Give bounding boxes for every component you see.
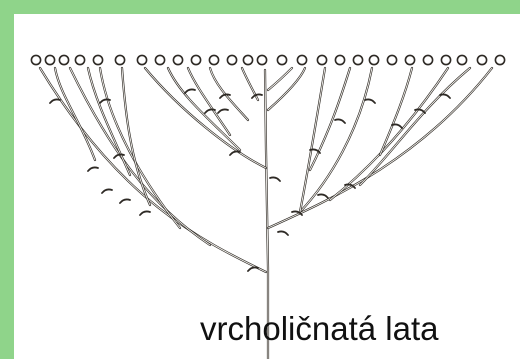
bract-1 [248, 267, 258, 271]
flower-bud-10 [191, 55, 200, 64]
bract-3 [102, 189, 112, 193]
bract-2 [120, 199, 130, 203]
left-branch-1-highlight [70, 68, 210, 245]
bract-8 [50, 99, 60, 103]
bract-19 [392, 124, 402, 128]
left-branch-4-highlight [55, 68, 95, 160]
bract-9 [230, 151, 240, 155]
flower-bud-9 [173, 55, 182, 64]
flower-bud-8 [155, 55, 164, 64]
diagram-caption: vrcholičnatá lata [200, 310, 438, 348]
flower-bud-11 [209, 55, 218, 64]
bract-25 [185, 89, 195, 93]
flower-bud-18 [335, 55, 344, 64]
right-branch-1-highlight [300, 68, 372, 212]
right-branch-6 [380, 68, 412, 155]
bracts [50, 89, 450, 271]
flower-bud-27 [495, 55, 504, 64]
bract-5 [88, 167, 98, 171]
bract-4 [140, 211, 150, 215]
mid-left-branch [145, 68, 266, 168]
flower-bud-7 [137, 55, 146, 64]
left-primary-branch-highlight [40, 68, 266, 272]
bract-23 [270, 177, 280, 181]
mid-left-branch-highlight [145, 68, 266, 168]
flower-bud-26 [477, 55, 486, 64]
flower-bud-21 [387, 55, 396, 64]
flower-bud-13 [243, 55, 252, 64]
right-branch-1 [300, 68, 372, 212]
left-branch-3-highlight [122, 68, 150, 205]
flower-bud-14 [257, 55, 266, 64]
flower-bud-22 [405, 55, 414, 64]
flower-bud-12 [227, 55, 236, 64]
flower-bud-4 [75, 55, 84, 64]
right-top-branch-highlight [268, 68, 292, 90]
flower-buds [31, 55, 504, 64]
flower-bud-2 [45, 55, 54, 64]
flower-bud-15 [277, 55, 286, 64]
bract-13 [278, 231, 288, 235]
left-primary-branch [40, 68, 266, 272]
flower-bud-23 [423, 55, 432, 64]
flower-bud-17 [317, 55, 326, 64]
flower-bud-3 [59, 55, 68, 64]
bract-24 [218, 109, 228, 113]
mid-left-sub-2-highlight [188, 68, 230, 135]
left-branch-3 [122, 68, 150, 205]
flower-bud-25 [457, 55, 466, 64]
flower-bud-24 [441, 55, 450, 64]
bract-17 [335, 119, 345, 123]
flower-bud-20 [369, 55, 378, 64]
bract-18 [365, 99, 375, 103]
flower-bud-16 [297, 55, 306, 64]
left-branch-1 [70, 68, 210, 245]
flower-bud-6 [115, 55, 124, 64]
flower-bud-19 [353, 55, 362, 64]
flower-bud-1 [31, 55, 40, 64]
right-branch-4-highlight [300, 68, 325, 212]
right-branch-3-highlight [360, 68, 470, 185]
bract-21 [440, 94, 450, 98]
flower-bud-5 [93, 55, 102, 64]
mid-left-sub-1-highlight [168, 68, 240, 150]
mid-left-sub-1 [168, 68, 240, 150]
bract-15 [318, 194, 328, 198]
